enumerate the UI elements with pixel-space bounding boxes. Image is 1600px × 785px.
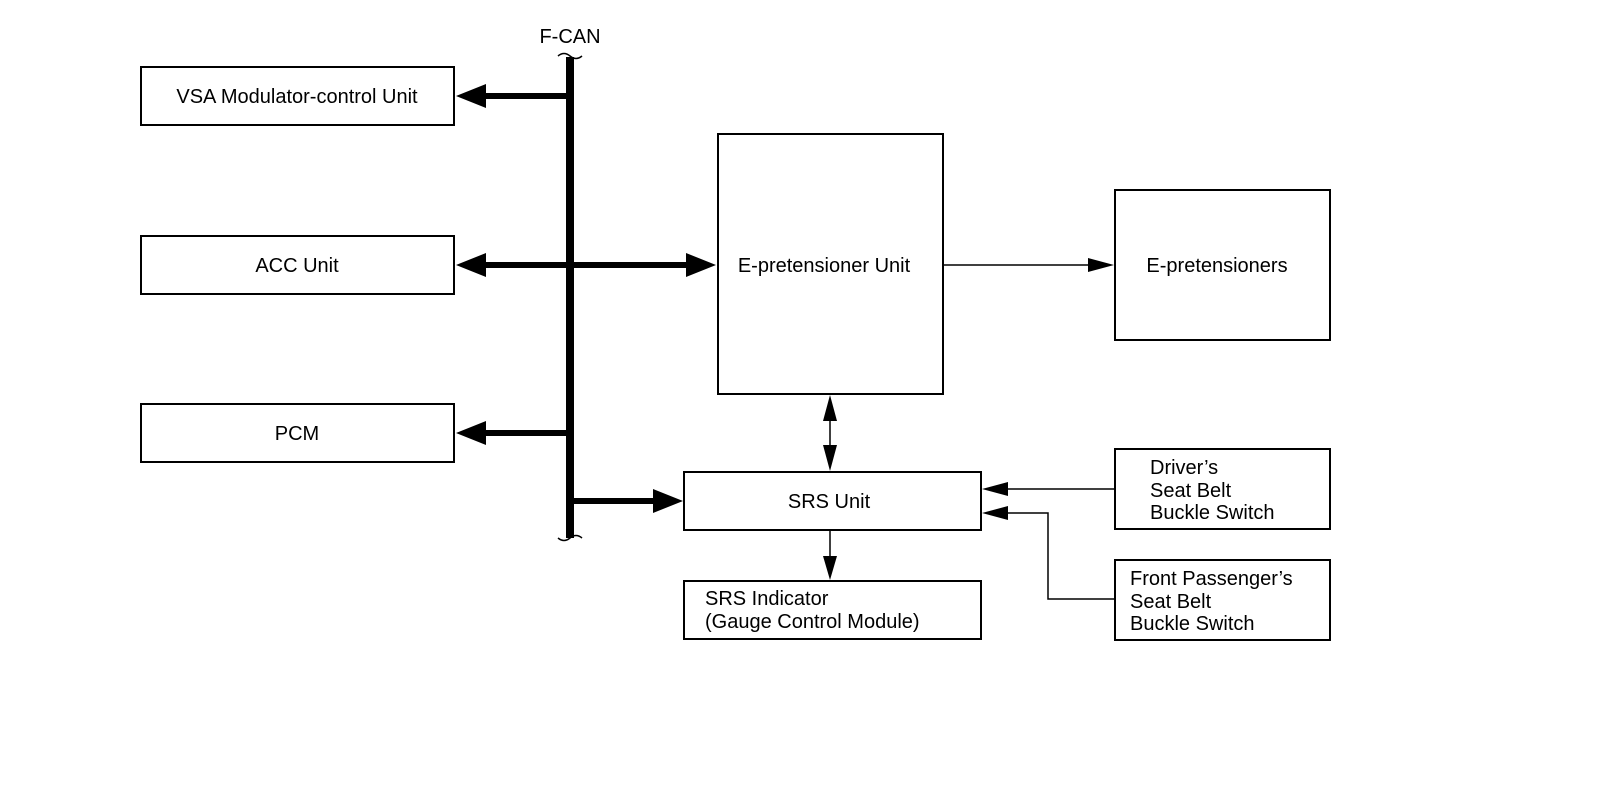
passenger-switch-arrowhead: [982, 506, 1008, 520]
driver-switch-line-2: Seat Belt: [1150, 480, 1232, 502]
vsa-modulator-box: [140, 66, 455, 126]
epretensioner-unit-arrowhead: [686, 253, 716, 277]
srs-indicator-line-1: SRS Indicator: [705, 588, 829, 610]
bus-label: F-CAN: [539, 26, 600, 48]
srs-indicator-label: SRS Indicator (Gauge Control Module): [705, 588, 920, 633]
unit-srs-arrowhead-up: [823, 395, 837, 421]
epretensioners-box: [1114, 189, 1331, 341]
vsa-arrowhead: [456, 84, 486, 108]
epretensioner-unit-box: [717, 133, 944, 395]
driver-switch-arrowhead: [982, 482, 1008, 496]
unit-srs-arrowhead-down: [823, 445, 837, 471]
vsa-modulator-label: VSA Modulator-control Unit: [176, 86, 418, 108]
srs-indicator-box: [683, 580, 982, 640]
driver-switch-line-1: Driver’s: [1150, 457, 1218, 479]
driver-switch-label: Driver’s Seat Belt Buckle Switch: [1150, 457, 1275, 524]
srs-unit-arrowhead: [653, 489, 683, 513]
bus-break-bottom: [557, 534, 583, 542]
passenger-switch-line-3: Buckle Switch: [1130, 613, 1255, 635]
acc-arrowhead: [456, 253, 486, 277]
driver-switch-line-3: Buckle Switch: [1150, 502, 1275, 524]
bus-break-top: [557, 52, 583, 60]
passenger-switch-label: Front Passenger’s Seat Belt Buckle Switc…: [1130, 568, 1298, 635]
srs-unit-label: SRS Unit: [788, 491, 871, 513]
epretensioners-label: E-pretensioners: [1146, 255, 1287, 277]
srs-indicator-line-2: (Gauge Control Module): [705, 611, 920, 633]
passenger-switch-box: [1114, 559, 1331, 641]
acc-unit-label: ACC Unit: [255, 255, 339, 277]
passenger-switch-line-2: Seat Belt: [1130, 591, 1212, 613]
passenger-switch-line-1: Front Passenger’s: [1130, 568, 1293, 590]
pcm-arrowhead: [456, 421, 486, 445]
epretensioners-arrowhead: [1088, 258, 1114, 272]
pcm-label: PCM: [275, 423, 319, 445]
pcm-box: [140, 403, 455, 463]
acc-unit-box: [140, 235, 455, 295]
indicator-arrowhead: [823, 556, 837, 580]
epretensioner-unit-label: E-pretensioner Unit: [738, 255, 911, 277]
srs-unit-box: [683, 471, 982, 531]
passenger-switch-to-srs-line: [1004, 512, 1115, 600]
